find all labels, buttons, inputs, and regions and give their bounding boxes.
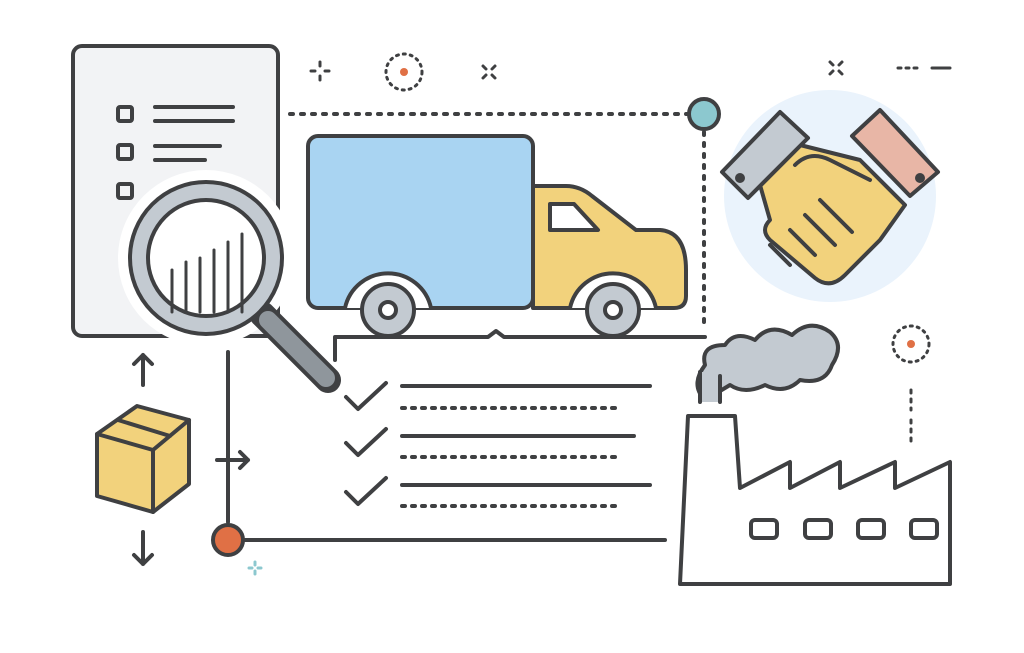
arrow-right-icon [215,450,250,470]
magnifier-icon [118,170,341,393]
factory-icon [678,323,952,586]
sparkle-icon [481,64,497,80]
checklist [344,381,652,508]
sparkle-icon [309,60,331,82]
sparkle-icon [828,60,844,76]
package-box-icon [95,404,191,514]
sparkle-icon [247,560,263,576]
arrow-down-icon [132,530,154,566]
ground-line [333,329,707,362]
truck-icon [306,134,688,338]
dotted-circle-icon [384,52,424,92]
decorative-sparkles [247,52,952,576]
arrow-up-icon [132,353,154,387]
node-dot [687,97,721,131]
dotted-circle-icon [891,324,931,364]
handshake-icon [720,90,940,302]
node-dot [211,523,245,557]
